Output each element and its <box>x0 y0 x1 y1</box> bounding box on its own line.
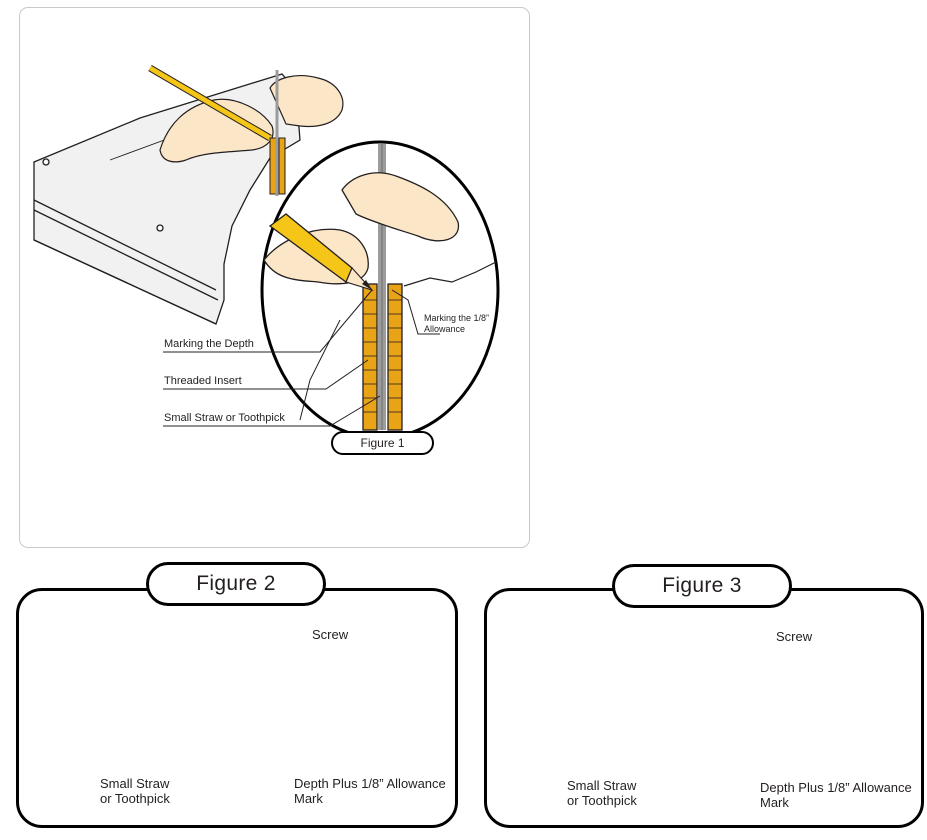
figure2-frame <box>16 588 458 828</box>
figure3-frame <box>484 588 924 828</box>
fig2-label-straw-line2: or Toothpick <box>100 791 170 806</box>
fig3-label-screw: Screw <box>776 629 813 644</box>
board-illustration <box>33 73 301 325</box>
fig3-label-straw-line1: Small Straw <box>567 778 637 793</box>
fig3-label-mark-line1: Depth Plus 1/8” Allowance <box>760 780 912 795</box>
figure3-caption: Figure 3 <box>612 564 792 608</box>
label-small-straw: Small Straw or Toothpick <box>164 412 285 424</box>
label-threaded-insert: Threaded Insert <box>164 375 242 387</box>
figure1-caption: Figure 1 <box>331 431 434 455</box>
figure1-leaders <box>163 289 440 427</box>
fig2-label-mark-line1: Depth Plus 1/8” Allowance <box>294 776 446 791</box>
label-allowance-line1: Marking the 1/8” <box>424 313 490 323</box>
label-allowance-line2: Allowance <box>424 324 466 334</box>
fig2-label-straw-line1: Small Straw <box>100 776 170 791</box>
fig3-label-straw-line2: or Toothpick <box>567 793 637 808</box>
magnifier-oval <box>260 140 500 440</box>
label-marking-depth: Marking the Depth <box>164 338 254 350</box>
figure2-caption: Figure 2 <box>146 562 326 606</box>
fig3-label-mark-line2: Mark <box>760 795 789 810</box>
fig2-label-screw: Screw <box>312 627 349 642</box>
top-hands <box>159 75 344 163</box>
fig2-label-mark-line2: Mark <box>294 791 323 806</box>
